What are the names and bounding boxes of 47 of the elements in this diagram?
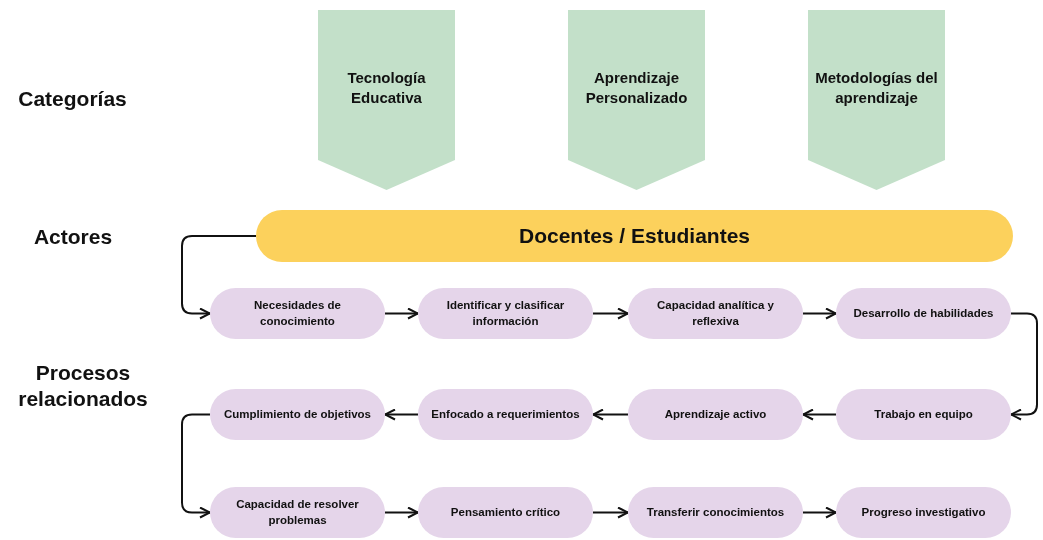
node-label: Pensamiento crítico (450, 504, 561, 520)
node-label: Aprendizaje Personalizado (584, 68, 689, 107)
arrow (592, 506, 629, 519)
process-pill (418, 487, 593, 538)
node-label: Capacidad de resolver problemas (235, 497, 360, 528)
category-arrow (808, 10, 945, 190)
node-label: Identificar y clasificar información (445, 298, 566, 329)
process-pill (210, 389, 385, 440)
arrow (802, 506, 837, 519)
process-pill (836, 389, 1011, 440)
process-pill (628, 288, 803, 339)
arrow (592, 408, 629, 421)
row-label: Categorías (17, 86, 128, 112)
process-pill (210, 288, 385, 339)
node-label: Necesidades de conocimiento (253, 298, 342, 329)
process-pill (836, 288, 1011, 339)
row-label: Procesos relacionados (17, 360, 149, 413)
arrow (181, 413, 211, 519)
process-pill (628, 389, 803, 440)
arrow (1010, 312, 1038, 421)
process-pill (628, 487, 803, 538)
arrow (592, 307, 629, 320)
node-label: Trabajo en equipo (874, 406, 973, 422)
node-label: Desarrollo de habilidades (853, 305, 994, 321)
node-label: Capacidad analítica y reflexiva (656, 298, 775, 329)
node-label: Metodologías del aprendizaje (814, 68, 939, 107)
arrow (802, 408, 837, 421)
node-label: Aprendizaje activo (664, 406, 767, 422)
arrow (384, 307, 419, 320)
category-arrow (318, 10, 455, 190)
node-label: Docentes / Estudiantes (518, 224, 751, 248)
node-label: Tecnología Educativa (346, 68, 427, 107)
process-pill (418, 389, 593, 440)
row-label: Actores (32, 224, 114, 250)
process-pill (836, 487, 1011, 538)
node-label: Transferir conocimientos (646, 504, 785, 520)
process-pill (418, 288, 593, 339)
node-label: Enfocado a requerimientos (431, 406, 580, 422)
node-label: Cumplimiento de objetivos (224, 406, 371, 422)
process-pill (210, 487, 385, 538)
node-label: Progreso investigativo (861, 504, 986, 520)
category-arrow (568, 10, 705, 190)
actor-bar (256, 210, 1013, 262)
arrow (181, 235, 257, 320)
arrow (384, 506, 419, 519)
arrow (384, 408, 419, 421)
arrow (802, 307, 837, 320)
